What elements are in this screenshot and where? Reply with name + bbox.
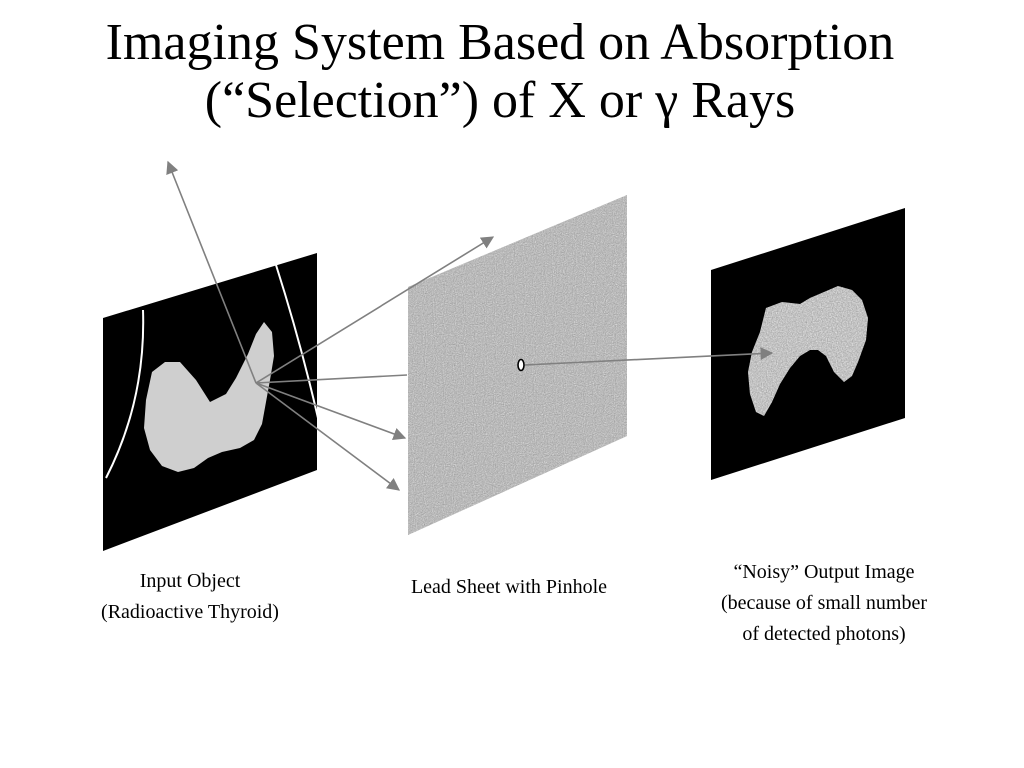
caption-output-image: “Noisy” Output Image (because of small n… xyxy=(676,557,972,650)
slide-title: Imaging System Based on Absorption (“Sel… xyxy=(0,14,1000,130)
caption-input-object: Input Object (Radioactive Thyroid) xyxy=(70,566,310,628)
caption-lead-line-1: Lead Sheet with Pinhole xyxy=(410,576,608,598)
output-image-panel xyxy=(711,208,905,480)
ray-lower-right xyxy=(255,382,407,441)
caption-input-line-2: (Radioactive Thyroid) xyxy=(101,601,279,623)
ray-up xyxy=(166,160,257,384)
ray-upper-right xyxy=(255,236,495,384)
thyroid-shape xyxy=(144,322,274,472)
title-line-2: (“Selection”) of X or γ Rays xyxy=(204,72,796,129)
caption-output-line-1: “Noisy” Output Image xyxy=(733,561,915,583)
input-object-panel xyxy=(103,253,319,551)
caption-output-line-3: of detected photons) xyxy=(742,623,906,645)
pinhole xyxy=(517,358,525,372)
right-boundary-curve xyxy=(275,264,319,419)
title-line-1: Imaging System Based on Absorption xyxy=(105,14,895,71)
lead-sheet xyxy=(408,195,627,535)
ray-through-pinhole xyxy=(524,347,774,366)
rays xyxy=(166,160,774,491)
caption-output-line-2: (because of small number xyxy=(720,592,928,614)
ray-down-right xyxy=(255,382,401,491)
caption-lead-sheet: Lead Sheet with Pinhole xyxy=(374,572,644,603)
ray-to-sheet xyxy=(255,374,408,384)
caption-input-line-1: Input Object xyxy=(139,570,241,592)
left-boundary-curve xyxy=(105,309,145,479)
